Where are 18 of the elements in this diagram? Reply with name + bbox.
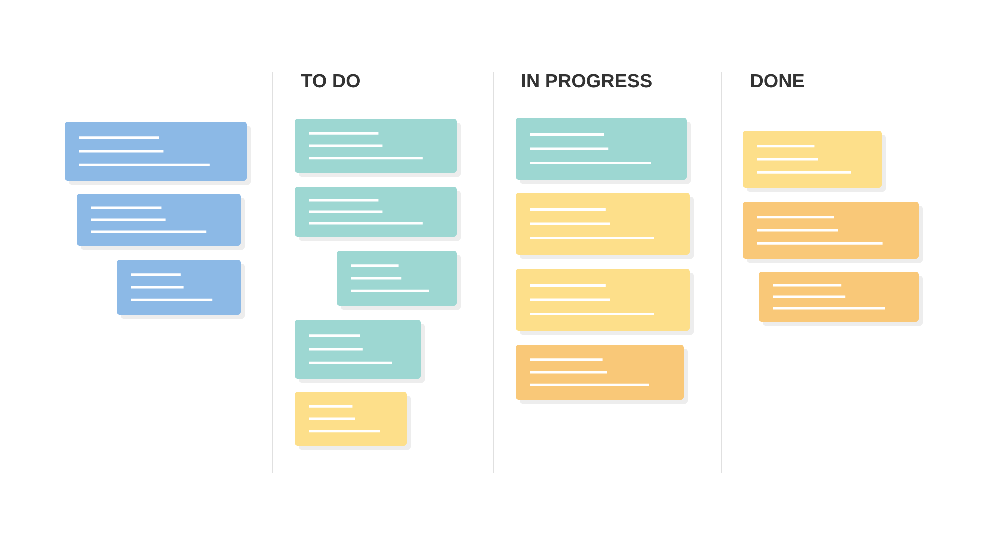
task-card [759, 272, 923, 326]
task-card [117, 260, 245, 319]
task-card [516, 118, 691, 184]
task-card [295, 187, 461, 241]
task-card [337, 251, 461, 310]
task-card [516, 193, 694, 259]
column-heading: DONE [751, 74, 804, 88]
task-card [743, 202, 923, 263]
task-card [77, 194, 245, 250]
task-card [743, 131, 886, 192]
task-card [516, 269, 694, 335]
column-heading: TO DO [301, 74, 360, 88]
column-heading: IN PROGRESS [522, 74, 652, 88]
task-card [65, 122, 251, 185]
task-card [295, 320, 425, 383]
task-card [516, 345, 688, 404]
task-card [295, 119, 461, 177]
task-card [295, 392, 411, 450]
